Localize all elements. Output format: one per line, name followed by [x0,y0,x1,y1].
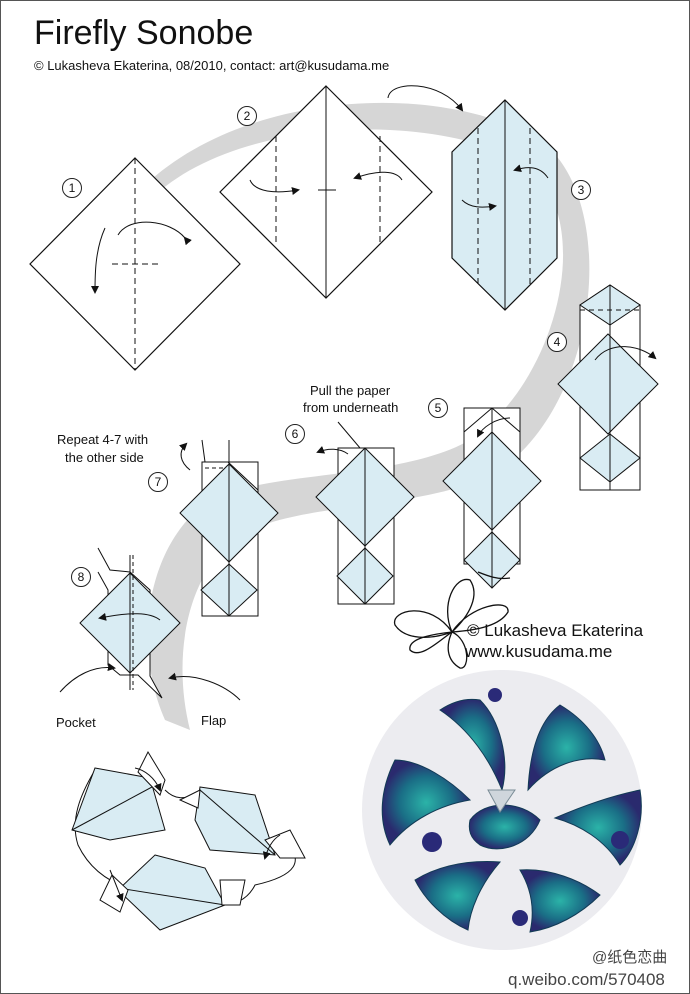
step-1-diagram [29,157,241,371]
step-badge-1: 1 [62,178,82,198]
rotate-arrow [387,85,464,112]
step-4-diagram [557,284,659,491]
step-6-diagram [315,421,415,605]
watermark-handle: @纸色恋曲 [592,949,668,966]
step-badge-6: 6 [285,424,305,444]
credit-line: © Lukasheva Ekaterina, 08/2010, contact:… [34,58,390,73]
step-8-diagram [59,547,241,701]
brand-site[interactable]: www.kusudama.me [465,642,613,661]
step-7-diagram [178,439,279,617]
pull-note-line2: from underneath [303,400,399,415]
step-badge-4: 4 [547,332,567,352]
kusudama-photo [362,670,642,950]
flower-logo [394,571,511,669]
step-badge-2: 2 [237,106,257,126]
step-5-diagram [442,407,542,589]
step-badge-7: 7 [148,472,168,492]
repeat-note-line1: Repeat 4-7 with [57,432,149,447]
step-badge-5: 5 [428,398,448,418]
page-title: Firefly Sonobe [34,14,254,52]
step-2-diagram [219,85,433,299]
repeat-note-line2: the other side [65,450,144,465]
pocket-label: Pocket [56,715,96,730]
step-badge-3: 3 [571,180,591,200]
brand-name: © Lukasheva Ekaterina [467,621,644,640]
flap-label: Flap [201,713,227,728]
step-badge-8: 8 [71,567,91,587]
assembly-diagram [71,750,306,931]
step-3-diagram [451,99,558,311]
watermark-url: q.weibo.com/570408 [508,970,665,989]
pull-note-line1: Pull the paper [310,383,391,398]
